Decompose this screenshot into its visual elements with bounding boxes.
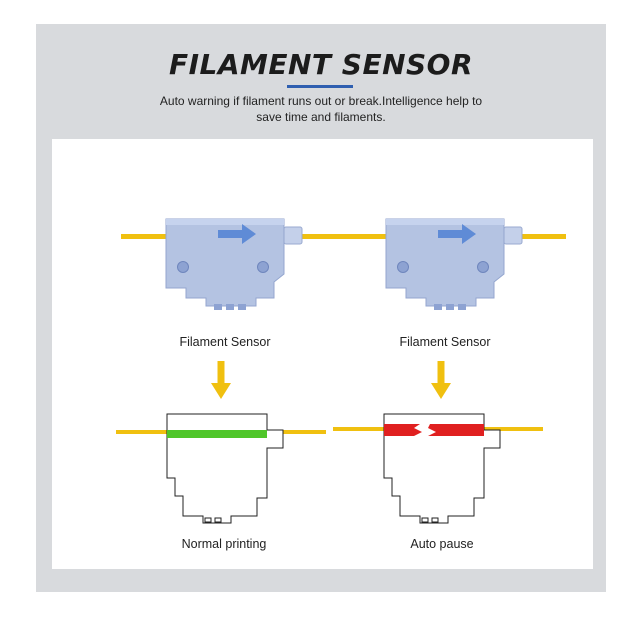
normal-printing-diagram — [116, 413, 326, 524]
normal-printing-label: Normal printing — [181, 537, 267, 551]
left-sensor-label: Filament Sensor — [179, 335, 271, 349]
auto-pause-diagram — [333, 413, 543, 524]
auto-pause-label: Auto pause — [410, 537, 474, 551]
page-title: FILAMENT SENSOR — [168, 48, 474, 81]
content-frame: FILAMENT SENSOR Auto warning if filament… — [36, 24, 606, 592]
right-down-arrow-icon — [431, 361, 451, 399]
right-sensor-label: Filament Sensor — [399, 335, 491, 349]
right-sensor-icon — [340, 218, 567, 311]
diagram-art — [116, 218, 567, 524]
left-sensor-icon — [120, 218, 347, 311]
diagram-panel: Filament Sensor Filament Sensor Normal p… — [52, 139, 593, 569]
page-subtitle: Auto warning if filament runs out or bre… — [159, 94, 483, 124]
title-underline — [287, 85, 353, 88]
left-down-arrow-icon — [211, 361, 231, 399]
